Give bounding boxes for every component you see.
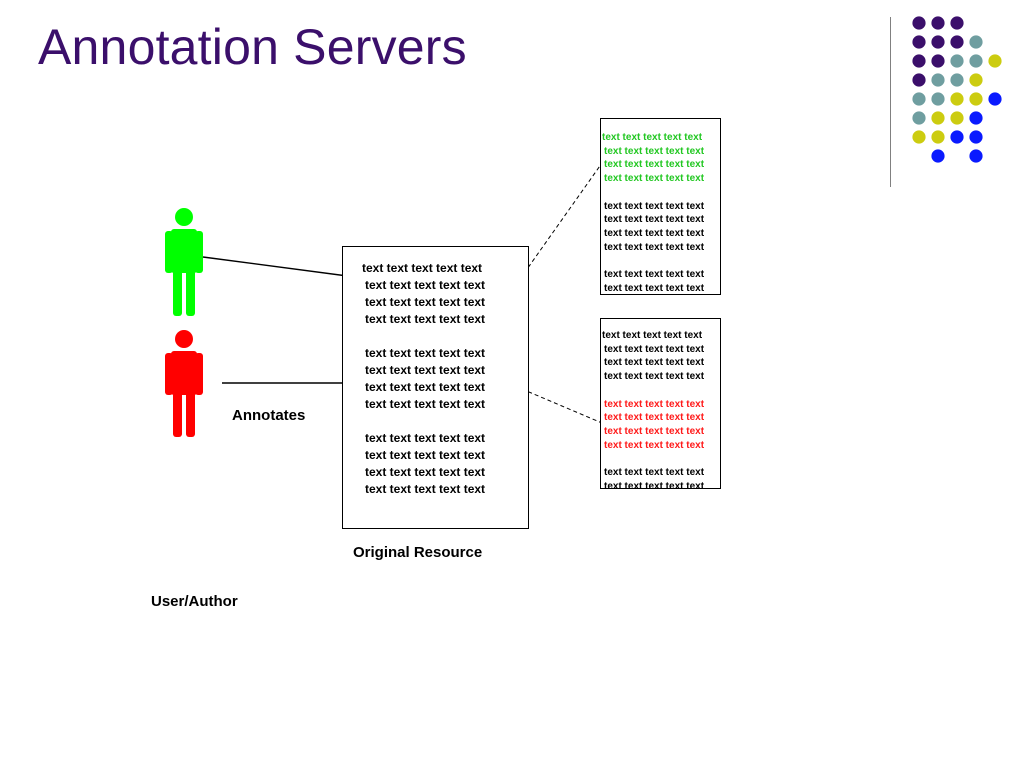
original-resource-box xyxy=(342,246,529,529)
annotation-text-line: text text text text text xyxy=(604,173,705,185)
text-line: text text text text text xyxy=(365,295,486,309)
decorative-dot xyxy=(931,111,945,125)
decorative-dot xyxy=(931,16,945,30)
decorative-dot xyxy=(950,54,964,68)
decorative-dot xyxy=(950,16,964,30)
dashed-link-top-server xyxy=(507,162,603,297)
decorative-dot xyxy=(931,73,945,87)
red-user-icon xyxy=(165,330,203,437)
decorative-dot xyxy=(988,92,1002,106)
arrow-green-user-to-resource xyxy=(202,256,356,280)
text-line: text text text text text xyxy=(604,241,705,253)
decorative-dot xyxy=(931,130,945,144)
decorative-dot xyxy=(931,149,945,163)
text-line: text text text text text xyxy=(365,312,486,326)
text-line: text text text text text xyxy=(365,346,486,360)
decorative-dot xyxy=(969,149,983,163)
text-line: text text text text text xyxy=(365,380,486,394)
decorative-dot xyxy=(912,16,926,30)
user-author-label: User/Author xyxy=(151,593,238,610)
annotation-text-line: text text text text text xyxy=(604,425,705,437)
text-line: text text text text text xyxy=(604,467,705,478)
decorative-dot-grid xyxy=(912,16,1002,163)
text-line: text text text text text xyxy=(604,214,705,226)
original-resource-label: Original Resource xyxy=(353,544,483,561)
slide-title: Annotation Servers xyxy=(38,19,467,75)
text-line: text text text text text xyxy=(604,480,705,492)
annotation-text-line: text text text text text xyxy=(602,132,703,143)
decorative-divider xyxy=(890,17,891,187)
text-line: text text text text text xyxy=(362,261,483,275)
decorative-dot xyxy=(912,130,926,144)
text-line: text text text text text xyxy=(604,227,705,239)
decorative-dot xyxy=(912,35,926,49)
text-line: text text text text text xyxy=(365,482,486,496)
annotation-text-line: text text text text text xyxy=(604,398,705,410)
text-line: text text text text text xyxy=(365,278,486,292)
annotates-label: Annotates xyxy=(232,407,306,424)
decorative-dot xyxy=(912,54,926,68)
decorative-dot xyxy=(969,35,983,49)
annotation-text-line: text text text text text xyxy=(604,159,705,171)
annotation-text-line: text text text text text xyxy=(604,412,705,424)
text-line: text text text text text xyxy=(365,397,486,411)
annotation-text-line: text text text text text xyxy=(604,439,705,451)
text-line: text text text text text xyxy=(604,343,705,355)
text-line: text text text text text xyxy=(604,269,705,280)
green-user-icon xyxy=(165,208,203,316)
text-line: text text text text text xyxy=(604,200,705,212)
decorative-dot xyxy=(912,92,926,106)
decorative-dot xyxy=(969,111,983,125)
decorative-dot xyxy=(988,54,1002,68)
annotation-server-top-box xyxy=(600,118,721,295)
text-line: text text text text text xyxy=(365,363,486,377)
decorative-dot xyxy=(931,54,945,68)
decorative-dot xyxy=(912,73,926,87)
text-line: text text text text text xyxy=(365,448,486,462)
decorative-dot xyxy=(950,73,964,87)
annotation-text-line: text text text text text xyxy=(604,145,705,157)
decorative-dot xyxy=(931,35,945,49)
text-line: text text text text text xyxy=(365,465,486,479)
decorative-dot xyxy=(969,54,983,68)
annotation-server-bottom-box xyxy=(600,318,721,489)
decorative-dot xyxy=(950,35,964,49)
decorative-dot xyxy=(950,92,964,106)
decorative-dot xyxy=(950,130,964,144)
decorative-dot xyxy=(931,92,945,106)
dashed-link-bottom-server xyxy=(495,377,603,424)
decorative-dot xyxy=(950,111,964,125)
text-line: text text text text text xyxy=(365,431,486,445)
decorative-dot xyxy=(969,130,983,144)
original-resource-text: text text text text text text text text … xyxy=(362,260,485,498)
text-line: text text text text text xyxy=(604,357,705,369)
text-line: text text text text text xyxy=(604,371,705,383)
decorative-dot xyxy=(912,111,926,125)
annotation-server-top-text: text text text text text text text text … xyxy=(602,131,704,295)
annotation-server-bottom-text: text text text text text text text text … xyxy=(602,329,704,493)
decorative-dot xyxy=(969,73,983,87)
text-line: text text text text text xyxy=(602,330,703,341)
decorative-dot xyxy=(969,92,983,106)
text-line: text text text text text xyxy=(604,282,705,294)
